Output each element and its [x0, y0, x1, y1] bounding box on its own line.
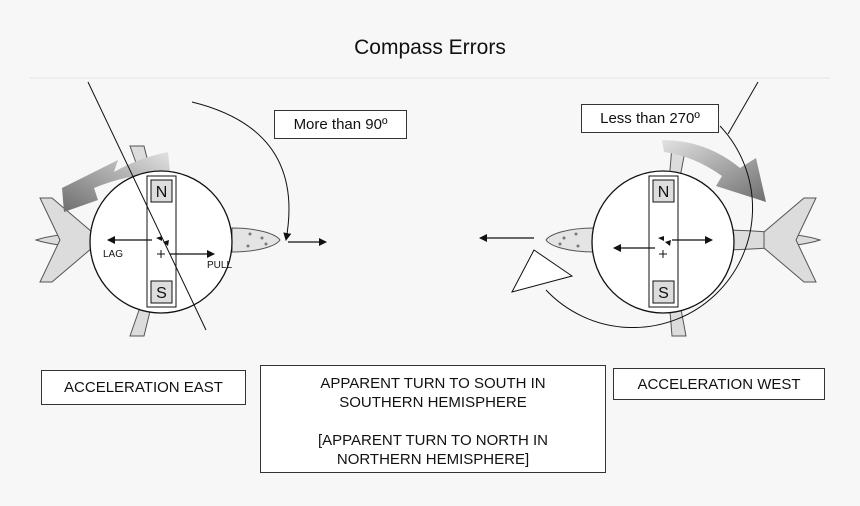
right-callout-box: Less than 270º [581, 104, 719, 133]
right-north-badge [652, 179, 675, 203]
right-caption-box: ACCELERATION WEST [613, 368, 825, 400]
apparent-turn-line-2: SOUTHERN HEMISPHERE [339, 394, 527, 411]
acceleration-west-label: ACCELERATION WEST [637, 375, 801, 393]
apparent-turn-box: APPARENT TURN TO SOUTH IN SOUTHERN HEMIS… [260, 365, 606, 473]
right-turn-arrow [662, 140, 766, 202]
right-south-letter: S [658, 285, 669, 302]
left-caption-box: ACCELERATION EAST [41, 370, 246, 405]
pull-label: PULL [207, 260, 232, 271]
right-angle-arc [545, 125, 754, 329]
right-reference-line [727, 81, 759, 135]
left-reference-line [87, 81, 207, 331]
apparent-turn-line-3: [APPARENT TURN TO NORTH IN [317, 432, 549, 449]
apparent-turn-line-1: APPARENT TURN TO SOUTH IN [320, 375, 546, 392]
left-south-letter: S [156, 285, 167, 302]
diagram-title: Compass Errors [354, 36, 506, 59]
left-pivot-icon [156, 236, 169, 258]
acceleration-east-label: ACCELERATION EAST [64, 379, 223, 396]
left-north-letter: N [156, 184, 168, 201]
left-turn-arrow [62, 152, 170, 212]
right-north-letter: N [658, 184, 670, 201]
right-arc-arrowhead [511, 249, 574, 293]
right-south-badge [652, 280, 675, 304]
left-callout-label: More than 90º [293, 116, 388, 133]
left-callout-box: More than 90º [274, 110, 407, 139]
left-south-badge [150, 280, 173, 304]
left-north-badge [150, 179, 173, 203]
apparent-turn-line-4: NORTHERN HEMISPHERE] [336, 451, 530, 468]
apparent-turn-spacer [261, 412, 605, 431]
right-callout-label: Less than 270º [600, 110, 700, 127]
lag-label: LAG [103, 249, 123, 260]
left-angle-arc [191, 101, 292, 241]
right-pivot-icon [658, 236, 671, 258]
